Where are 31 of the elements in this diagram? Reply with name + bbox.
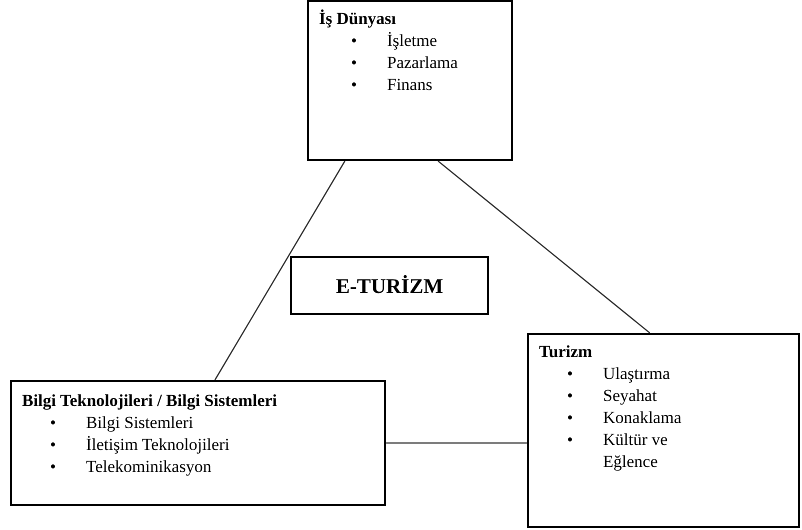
bullet-item: İşletme [387, 31, 438, 50]
bullet-mark: • [567, 429, 573, 451]
bullet-item: Pazarlama [387, 53, 458, 72]
heading: İş Dünyası [319, 8, 398, 30]
bullet-item: Kültür ve Eğlence [603, 430, 668, 471]
bullet-item: Seyahat [603, 386, 657, 405]
heading: Turizm [539, 341, 594, 363]
bullet-item: Bilgi Sistemleri [86, 413, 194, 432]
text-box [307, 0, 513, 161]
bullet-mark: • [351, 52, 357, 74]
bullet-mark: • [567, 407, 573, 429]
title-text: E-TURİZM [336, 274, 444, 296]
connector-line [386, 442, 527, 444]
text-box [290, 256, 489, 315]
bullet-item: İletişim Teknolojileri [86, 435, 230, 454]
heading: Bilgi Teknolojileri / Bilgi Sistemleri [22, 390, 278, 412]
bullet-mark: • [50, 456, 56, 478]
bullet-mark: • [50, 434, 56, 456]
bullet-mark: • [351, 30, 357, 52]
bullet-mark: • [567, 363, 573, 385]
bullet-item: Konaklama [603, 408, 682, 427]
text-box [527, 333, 800, 528]
connector-line [438, 160, 650, 334]
bullet-item: Ulaştırma [603, 364, 670, 383]
text-box [10, 380, 386, 506]
bullet-mark: • [50, 412, 56, 434]
bullet-item: Finans [387, 75, 432, 94]
bullet-item: Telekominikasyon [86, 457, 212, 476]
connector-line [214, 160, 346, 380]
bullet-mark: • [351, 74, 357, 96]
bullet-mark: • [567, 385, 573, 407]
